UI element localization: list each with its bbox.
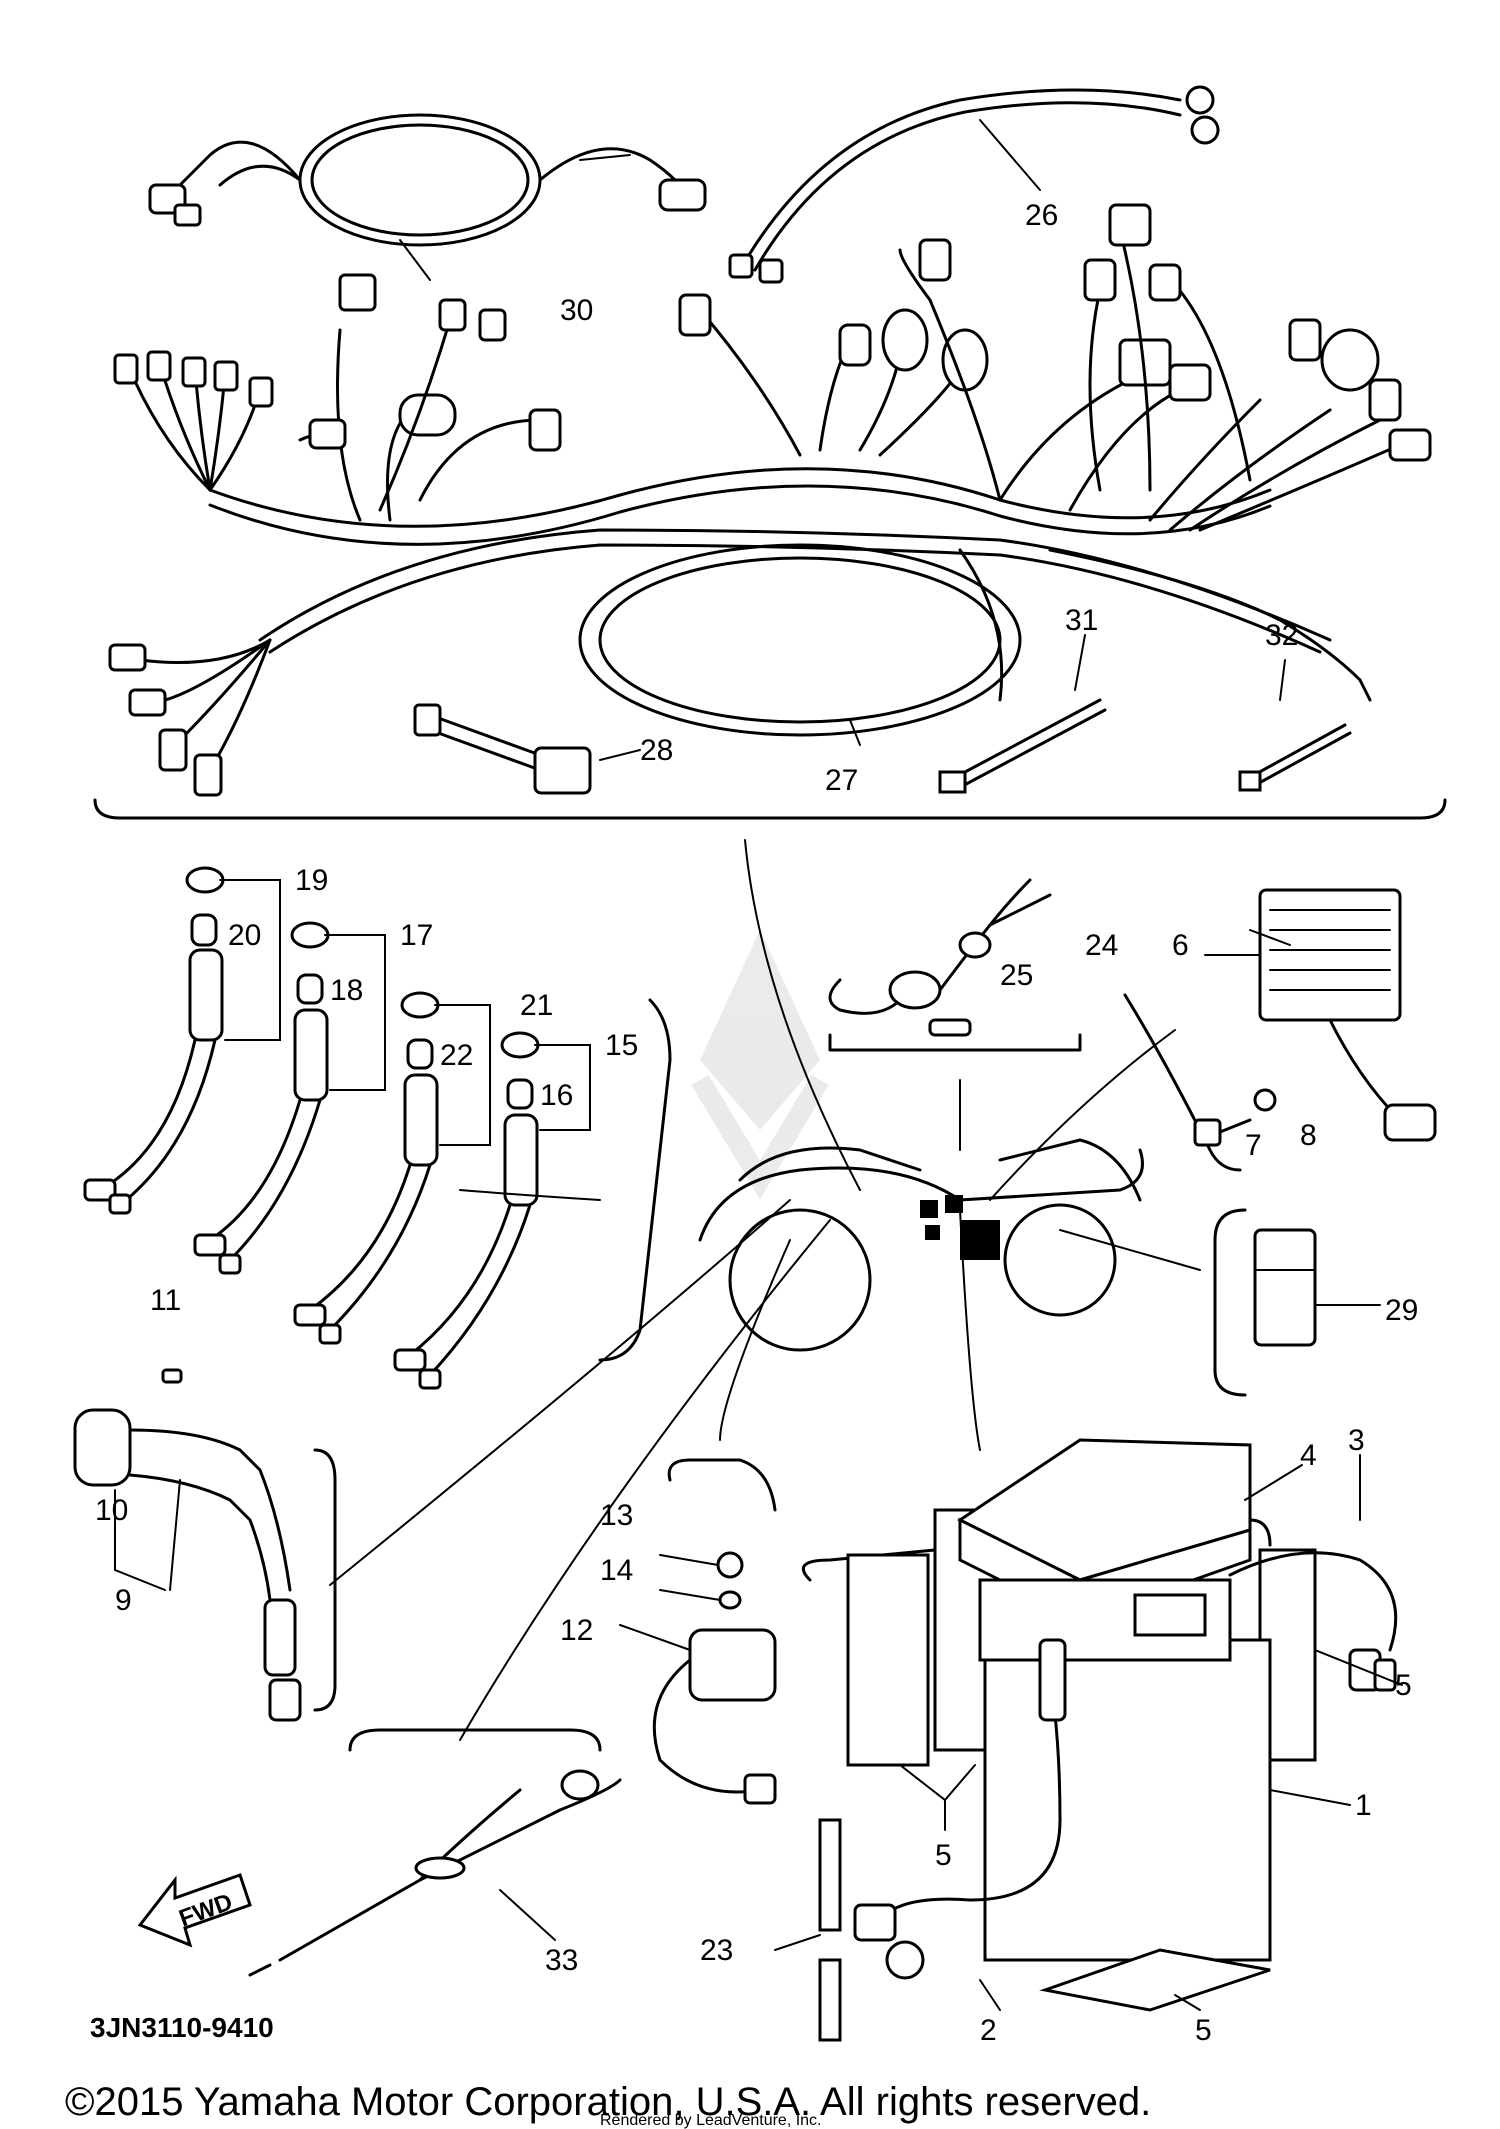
sub-harness-26 — [728, 85, 1220, 284]
lead-28 — [413, 703, 592, 795]
callout-19: 19 — [295, 864, 328, 897]
callout-8: 8 — [1300, 1119, 1317, 1152]
callout-7: 7 — [1245, 1129, 1262, 1162]
callout-16: 16 — [540, 1079, 573, 1112]
callout-5: 5 — [935, 1839, 952, 1872]
callout-21: 21 — [520, 989, 553, 1022]
part-code: 3JN3110-9410 — [90, 2012, 274, 2043]
callout-15: 15 — [605, 1029, 638, 1062]
callout-23: 23 — [700, 1934, 733, 1967]
lead-wire-33 — [248, 1728, 622, 1977]
callout-1: 1 — [1355, 1789, 1372, 1822]
callout-3: 3 — [1348, 1424, 1365, 1457]
callout-22: 22 — [440, 1039, 473, 1072]
callout-5: 5 — [1395, 1669, 1412, 1702]
callout-33: 33 — [545, 1944, 578, 1977]
rectifier-regulator-6 — [1123, 888, 1437, 1172]
main-wire-harness — [93, 203, 1447, 820]
callout-32: 32 — [1265, 619, 1298, 652]
callout-25: 25 — [1000, 959, 1033, 992]
callout-10: 10 — [95, 1494, 128, 1527]
callout-17: 17 — [400, 919, 433, 952]
battery-assembly — [801, 1438, 1398, 2042]
rendered-by-note: Rendered by LeadVenture, Inc. — [600, 2112, 822, 2129]
callout-27: 27 — [825, 764, 858, 797]
callout-29: 29 — [1385, 1294, 1418, 1327]
copyright-notice: ©2015 Yamaha Motor Corporation, U.S.A. A… — [65, 2080, 1151, 2124]
callout-30: 30 — [560, 294, 593, 327]
callout-14: 14 — [600, 1554, 633, 1587]
callout-20: 20 — [228, 919, 261, 952]
leadventure-watermark — [691, 930, 829, 1200]
callout-numbers: 1 2 3 4 5 5 5 6 7 8 9 10 11 12 13 14 15 … — [95, 199, 1418, 2047]
callout-2: 2 — [980, 2014, 997, 2047]
plug-caps-group — [83, 866, 672, 1390]
callout-leaders — [399, 119, 1403, 2011]
switch-assembly-9 — [73, 1368, 337, 1722]
relay-29 — [1213, 1208, 1381, 1397]
callout-11: 11 — [150, 1284, 181, 1317]
starter-relay-12 — [652, 1458, 777, 1805]
fwd-arrow-icon: FWD — [137, 1873, 252, 1948]
cable-ties — [938, 698, 1352, 794]
resistor-lead-24 — [828, 878, 1082, 1052]
callout-6: 6 — [1172, 929, 1189, 962]
callout-4: 4 — [1300, 1439, 1317, 1472]
sub-harness-30 — [148, 113, 707, 247]
callout-31: 31 — [1065, 604, 1098, 637]
callout-13: 13 — [600, 1499, 633, 1532]
callout-26: 26 — [1025, 199, 1058, 232]
vehicle-outline — [329, 839, 1201, 1741]
callout-9: 9 — [115, 1584, 132, 1617]
callout-24: 24 — [1085, 929, 1118, 962]
callout-18: 18 — [330, 974, 363, 1007]
callout-28: 28 — [640, 734, 673, 767]
callout-12: 12 — [560, 1614, 593, 1647]
callout-5: 5 — [1195, 2014, 1212, 2047]
